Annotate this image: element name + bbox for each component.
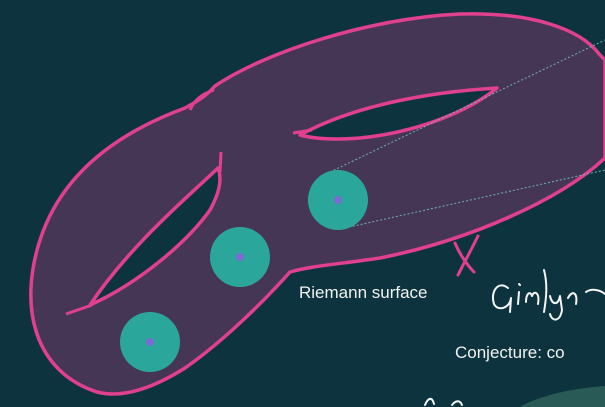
bottom-ink-fragment [425,399,462,405]
marked-point-3 [120,312,180,372]
riemann-surface-label: Riemann surface [299,283,428,303]
bottom-green-blob [520,386,605,407]
handwritten-x-label [455,236,478,275]
marked-point-2 [210,227,270,287]
conjecture-text: Conjecture: co [455,343,565,363]
marked-point-1 [308,170,368,230]
handwritten-note-scribble [493,270,605,320]
